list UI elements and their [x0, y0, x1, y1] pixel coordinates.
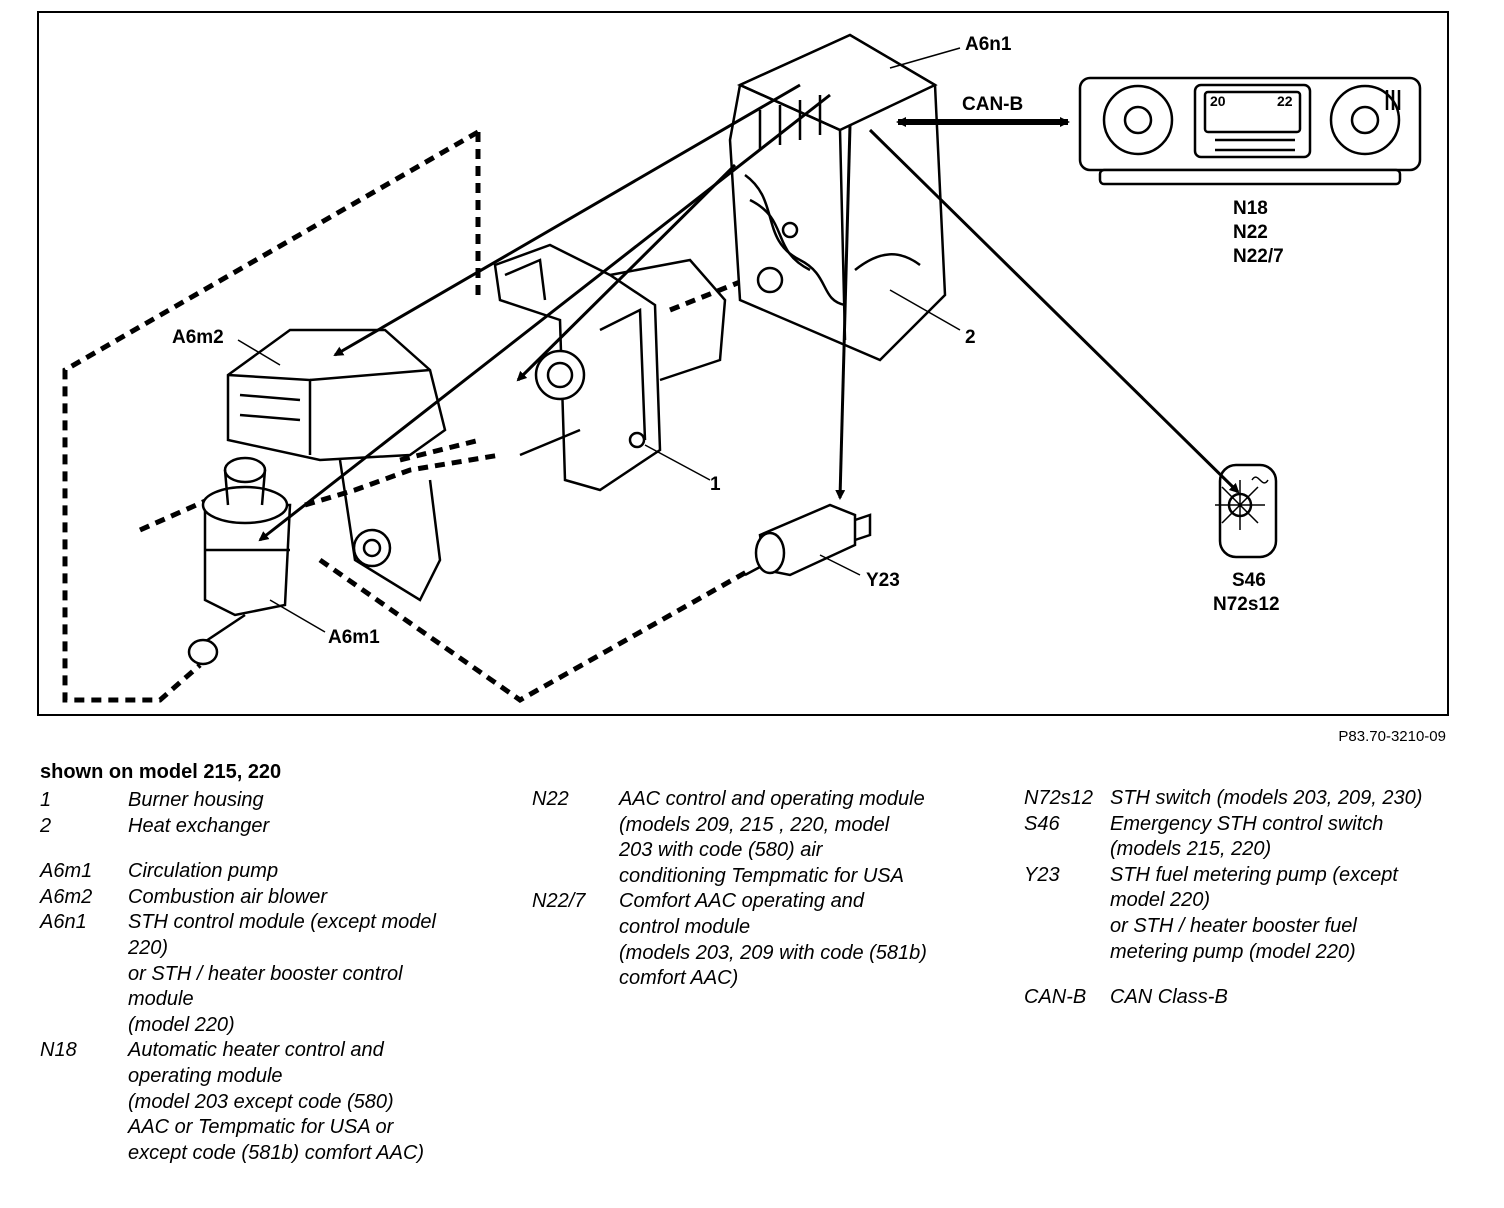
legend-entry: 1 Burner housing: [40, 788, 480, 814]
legend-entry: N18 Automatic heater control and operati…: [40, 1038, 480, 1166]
legend-entry: N72s12 STH switch (models 203, 209, 230): [1024, 786, 1494, 812]
legend-desc: STH fuel metering pump (except model 220…: [1110, 863, 1398, 963]
legend-code: 1: [40, 789, 52, 811]
label-1: 1: [710, 474, 721, 495]
legend-code: A6m1: [40, 860, 93, 883]
legend-desc: STH control module (except model 220) or…: [128, 911, 436, 1036]
panel-temp-right: 22: [1277, 93, 1293, 109]
legend-entry: 2 Heat exchanger: [40, 814, 480, 840]
legend-column-2: N22 AAC control and operating module (mo…: [532, 787, 982, 992]
legend-desc: Burner housing: [128, 789, 264, 811]
legend-code: S46: [1024, 812, 1060, 835]
label-y23: Y23: [866, 570, 900, 591]
label-a6m1: A6m1: [328, 627, 380, 648]
legend-code: A6n1: [40, 911, 87, 934]
heat-exchanger-unit: [728, 33, 947, 362]
legend-entry: A6m2 Combustion air blower: [40, 885, 480, 911]
legend-entry: Y23 STH fuel metering pump (except model…: [1024, 863, 1494, 965]
legend-desc: Emergency STH control switch (models 215…: [1110, 812, 1384, 861]
legend-code: N22/7: [532, 890, 586, 913]
label-a6m2: A6m2: [172, 327, 224, 348]
label-s46: S46: [1232, 570, 1266, 591]
legend-code: N72s12: [1024, 787, 1093, 809]
legend-entry: S46 Emergency STH control switch (models…: [1024, 812, 1494, 863]
caption: shown on model 215, 220: [40, 761, 282, 783]
legend-entry: A6n1 STH control module (except model 22…: [40, 910, 480, 1038]
legend-entry: N22 AAC control and operating module (mo…: [532, 787, 982, 889]
legend-desc: STH switch (models 203, 209, 230): [1110, 787, 1423, 809]
legend-code: A6m2: [40, 885, 93, 908]
label-n22-7: N22/7: [1233, 246, 1284, 267]
combustion-air-blower: [226, 328, 447, 602]
circulation-pump: [187, 456, 292, 666]
legend-entry: A6m1 Circulation pump: [40, 859, 480, 885]
legend-code: N22: [532, 788, 569, 810]
label-n22: N22: [1233, 222, 1268, 243]
panel-temp-left: 20: [1210, 93, 1226, 109]
legend-column-1: 1 Burner housing 2 Heat exchanger A6m1 C…: [40, 788, 480, 1166]
legend-desc: Circulation pump: [128, 860, 279, 883]
legend-desc: Automatic heater control and operating m…: [128, 1039, 425, 1164]
diagram-frame: [37, 11, 1449, 716]
leader-lines: [237, 47, 961, 633]
legend-desc: Comfort AAC operating and control module…: [619, 890, 927, 990]
legend-code: Y23: [1024, 863, 1060, 886]
legend-desc: CAN Class-B: [1110, 986, 1228, 1009]
signal-lines: [258, 83, 1240, 542]
legend-desc: Combustion air blower: [128, 885, 327, 908]
heater-system-diagram: 20 22 A6n1 CAN-B A6m2 2 1 Y23 A6m1 N18 N…: [37, 11, 1449, 716]
label-2: 2: [965, 327, 976, 348]
label-can-b: CAN-B: [962, 94, 1023, 115]
label-n18: N18: [1233, 198, 1268, 219]
legend-code: CAN-B: [1024, 986, 1087, 1009]
legend-entry: CAN-B CAN Class-B: [1024, 985, 1494, 1011]
burner-housing: [493, 243, 727, 492]
fuel-metering-pump: [744, 503, 872, 577]
climate-control-panel: [1078, 76, 1422, 186]
legend-desc: Heat exchanger: [128, 814, 270, 837]
figure-id: P83.70-3210-09: [1338, 728, 1446, 745]
legend-code: 2: [40, 814, 52, 837]
legend-column-3: N72s12 STH switch (models 203, 209, 230)…: [1024, 786, 1494, 1011]
label-a6n1: A6n1: [965, 34, 1012, 55]
label-n72s12: N72s12: [1213, 594, 1280, 615]
legend-desc: AAC control and operating module (models…: [619, 788, 925, 887]
legend-code: N18: [40, 1039, 77, 1062]
legend-entry: N22/7 Comfort AAC operating and control …: [532, 889, 982, 991]
